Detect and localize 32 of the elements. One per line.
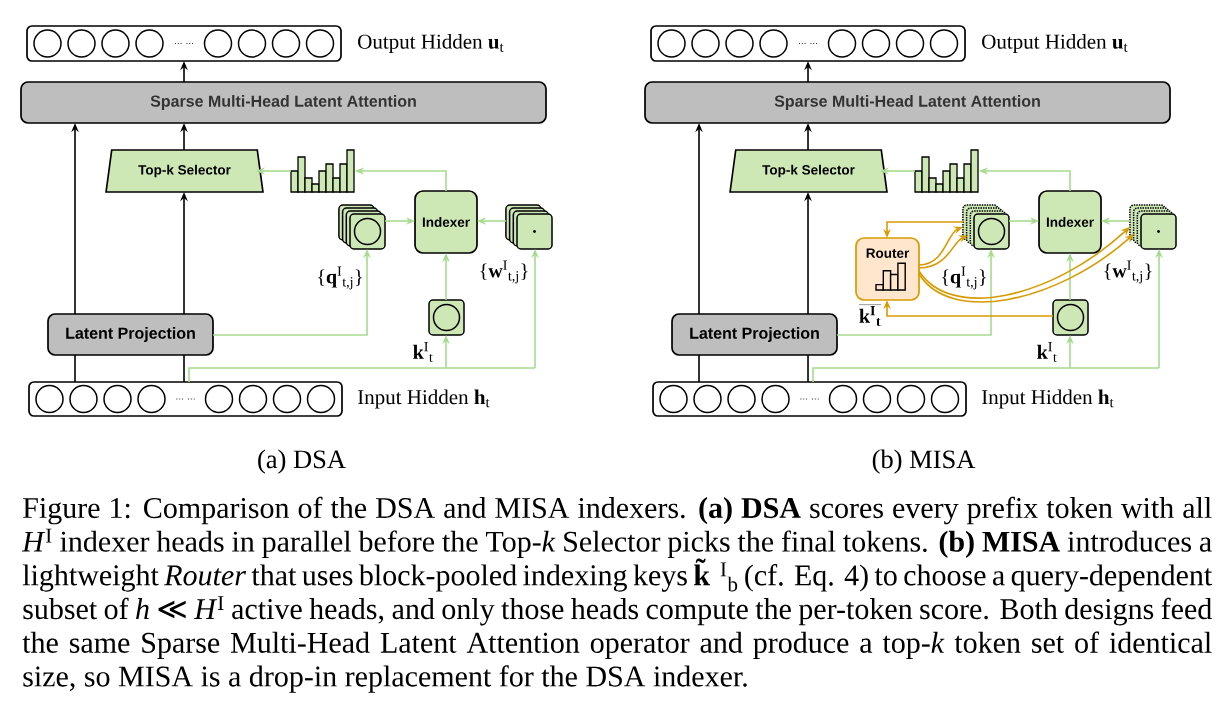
vector-label: k$^{I}$t (1037, 342, 1057, 362)
vector-label: {w$^{I}$$_{t,j}$} (480, 260, 528, 284)
connector-line (807, 354, 809, 383)
connector-line (183, 354, 185, 383)
subfigure-caption: (b) MISA (872, 449, 976, 474)
vector-label: k$^{I}$t (413, 342, 433, 362)
indexer-box: Indexer (414, 190, 478, 254)
layer-label: Output Hidden u$_{t}$ (358, 34, 504, 53)
vector-label: k$^{I}$t (858, 304, 882, 326)
vector-label: {q$^{I}$$_{t,j}$} (318, 266, 362, 290)
subfigure-caption: (a) DSA (258, 449, 346, 474)
connector-line (74, 354, 76, 383)
vector-label: {q$^{I}$$_{t,j}$} (942, 266, 986, 290)
selector-trapezoid: Top-k Selector (105, 149, 264, 193)
projection-box: Latent Projection (671, 313, 838, 356)
layer-bar: … … (26, 25, 342, 62)
indexer-box: Indexer (1038, 190, 1102, 254)
arrow (918, 234, 1134, 303)
projection-box: Latent Projection (47, 313, 214, 356)
layer-bar: … … (28, 381, 343, 417)
layer-bar: … … (652, 381, 967, 417)
selector-trapezoid: Top-k Selector (729, 149, 888, 193)
layer-label: Input Hidden h$_{t}$ (357, 389, 490, 409)
layer-label: Input Hidden h$_{t}$ (981, 389, 1114, 409)
connector-line (698, 354, 700, 383)
layer-bar: … … (650, 25, 966, 62)
attention-box: Sparse Multi-Head Latent Attention (20, 81, 547, 124)
arrow (918, 227, 1130, 299)
attention-box: Sparse Multi-Head Latent Attention (644, 81, 1171, 124)
vector-label: {w$^{I}$$_{t,j}$} (1104, 260, 1152, 284)
figure-caption: Figure 1: Comparison of the DSA and MISA indexers. (a) DSA scores every prefix token with all H$^{I}$ indexer heads in parallel before the Top-k Selector picks the final tokens. (b) MISA introduces a lightweight Router that uses block-pooled indexing keys k̃$^{I}$$_{b}$ (cf. Eq. 4) to choose a query-dependent subset of h ≪ H$^{I}$ active heads, and only those heads compute the per-token score. Both designs feed the same Sparse Multi-Head Latent Attention operator and produce a top-k token set of identical size, so MISA is a drop-in replacement for the DSA indexer. (21, 496, 1213, 693)
layer-label: Output Hidden u$_{t}$ (982, 34, 1128, 53)
